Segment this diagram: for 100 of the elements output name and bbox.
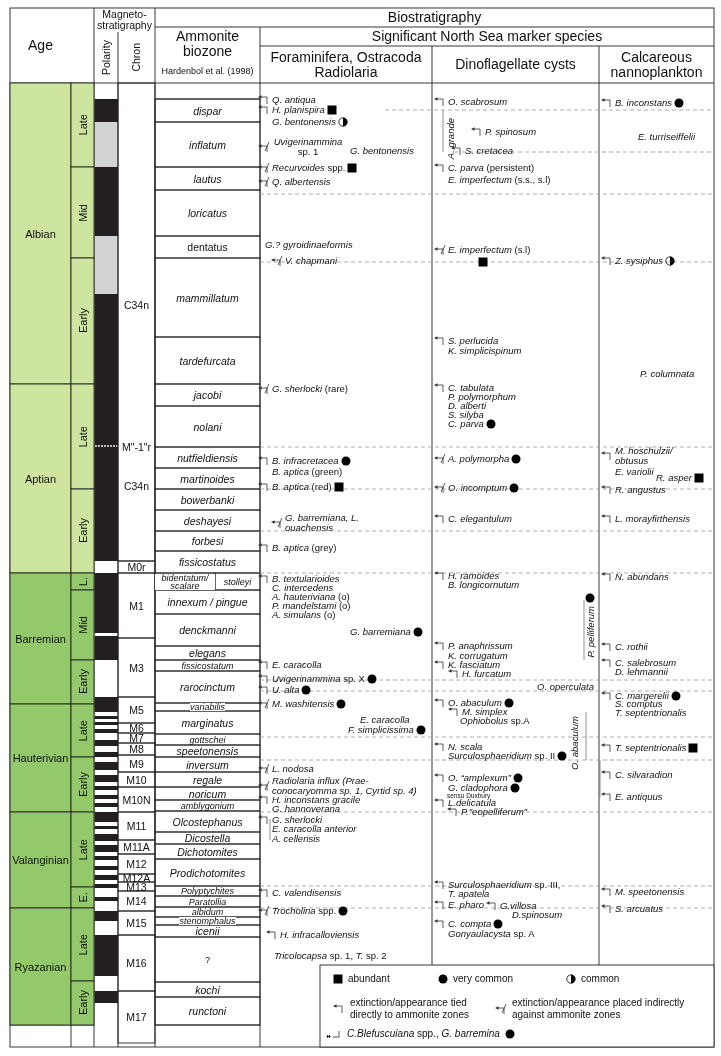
species-name: V. chapmani [285, 256, 338, 266]
species-name: C. tabulata [448, 383, 494, 393]
zone-name: amblygonium [180, 801, 235, 810]
species-name: A. cellensis [272, 834, 321, 844]
column-header: Ammonite biozone [175, 29, 240, 59]
stage-name: Ryazanian [14, 961, 67, 972]
zone-name: loricatus [187, 208, 228, 218]
substage-name: Late [77, 114, 88, 136]
chron-name: M1 [129, 600, 144, 611]
species-name: G. barremiana [350, 627, 411, 637]
species-name: F. simplicissima [348, 725, 414, 735]
species-name: C. parva (persistent) [448, 163, 535, 173]
chron-name: M12A [122, 873, 151, 883]
zone-name: stenomphalus [179, 917, 236, 925]
zone-name: inversum [186, 759, 229, 770]
legend-text: extinction/appearance placed indirectly against ammonite zones [512, 997, 686, 1021]
species-name: D. lehmannii [615, 667, 668, 677]
species-name: P. mandelstami (o) [272, 601, 351, 611]
species-name: N. abundans [615, 572, 669, 582]
species-name: D. alberti [448, 401, 486, 411]
species-name: E. imperfectum (s.s., s.l) [448, 175, 551, 185]
species-name: P."eopelliferum" [461, 807, 528, 817]
substage-name: Early [77, 771, 88, 798]
substage-name: Mid [77, 203, 88, 222]
stage-name: Valanginian [12, 855, 69, 865]
species-name: G.? gyroidinaeformis [265, 240, 353, 250]
species-name: B. infracretacea [272, 456, 339, 466]
zone-name: Paratollia [188, 897, 227, 906]
chron-name: M11 [126, 821, 147, 831]
substage-name: L. [77, 576, 88, 587]
species-name: L. nodosa [272, 764, 314, 774]
chron-name: M14 [126, 896, 147, 906]
chron-name: M10N [122, 794, 151, 805]
species-name: T. apatela [448, 889, 490, 899]
chron-name: M9 [129, 758, 144, 769]
species-name: K. fasciatum [448, 660, 501, 670]
zone-name: icenii [195, 926, 220, 936]
column-header: Significant North Sea marker species [371, 29, 603, 44]
legend-text: C.Blefuscuiana spp., G. barremina [347, 1028, 500, 1040]
species-name: G. hannoverana [272, 804, 341, 814]
zone-name: runctoni [188, 1006, 227, 1016]
species-name: O. abaculum [448, 698, 502, 708]
species-name: C. silvaradion [615, 770, 673, 780]
species-name: O. abaculum [570, 716, 580, 770]
species-name: Q. antiqua [272, 95, 316, 105]
zone-name: nolani [193, 421, 222, 432]
species-name: O. scabrosum [448, 97, 508, 107]
zone-name: mammillatum [176, 292, 239, 303]
species-name: T. septentrionalis [615, 708, 687, 718]
zone-name: gottschei [189, 735, 226, 744]
species-name: E. variolii [615, 467, 654, 477]
chron-name: M"-1"r [121, 441, 151, 452]
zone-name: ? [205, 954, 210, 965]
zone-name: martinoides [180, 473, 235, 484]
species-name: C. valendisensis [272, 888, 342, 898]
zone-name: stolleyi [223, 577, 252, 586]
legend-text: common [581, 973, 620, 985]
species-name: G. sherlocki (rare) [272, 384, 349, 394]
substage-name: Late [77, 838, 88, 861]
zone-name: variabilis [190, 703, 225, 711]
species-name: B. aptica (green) [272, 467, 343, 477]
zone-name: tardefurcata [179, 355, 236, 366]
species-name: S. silyba [448, 410, 484, 420]
zone-name: Dicostella [184, 833, 231, 843]
species-name: U. alta [272, 685, 300, 695]
chron-name: M7 [129, 733, 144, 743]
species-name: C. rothii [615, 642, 648, 652]
species-name: C. salebrosum [615, 658, 677, 668]
species-name: C. intercedens [272, 583, 334, 593]
column-header: Calcareous nannoplankton [609, 49, 704, 80]
species-name: P. polymorphum [448, 392, 516, 402]
species-name: H. inconstans gracile [272, 795, 361, 805]
species-name: Recurvoides spp. [272, 163, 346, 173]
zone-name: inflatum [189, 139, 226, 150]
chron-name: M11A [123, 842, 150, 852]
species-name: H. furcatum [462, 669, 512, 679]
species-name: B. aptica (red) [272, 482, 332, 492]
species-name: G. bentonensis [350, 146, 414, 156]
species-name: B. inconstans [615, 98, 673, 108]
stage-name: Aptian [24, 473, 57, 484]
species-name: L. morayfirthensis [615, 514, 690, 524]
column-header: Foraminifera, Ostracoda Radiolaria [269, 49, 423, 80]
chron-name: M13 [126, 881, 147, 892]
species-name: M. speetonensis [615, 887, 685, 897]
species-name: E. pharo [448, 900, 484, 910]
species-name: C. elegantulum [448, 514, 512, 524]
species-name: Tricolocapsa sp. 1, T. sp. 2 [274, 951, 387, 961]
species-name: P. columnata [640, 369, 695, 379]
species-name: G.villosa [500, 901, 537, 911]
species-name: S. cretacea [465, 146, 514, 156]
stage-name: Barremian [15, 633, 66, 644]
chron-name: M17 [126, 1012, 147, 1022]
species-name: C. parva [448, 419, 484, 429]
stage-name: Albian [25, 228, 56, 239]
column-header: Polarity [100, 40, 112, 75]
substage-name: Early [77, 990, 88, 1016]
species-name: L.delicatula [448, 798, 497, 808]
substage-name: Late [77, 425, 88, 448]
species-name: H. planispira [272, 105, 325, 115]
zone-name: Olcostephanus [172, 816, 243, 827]
